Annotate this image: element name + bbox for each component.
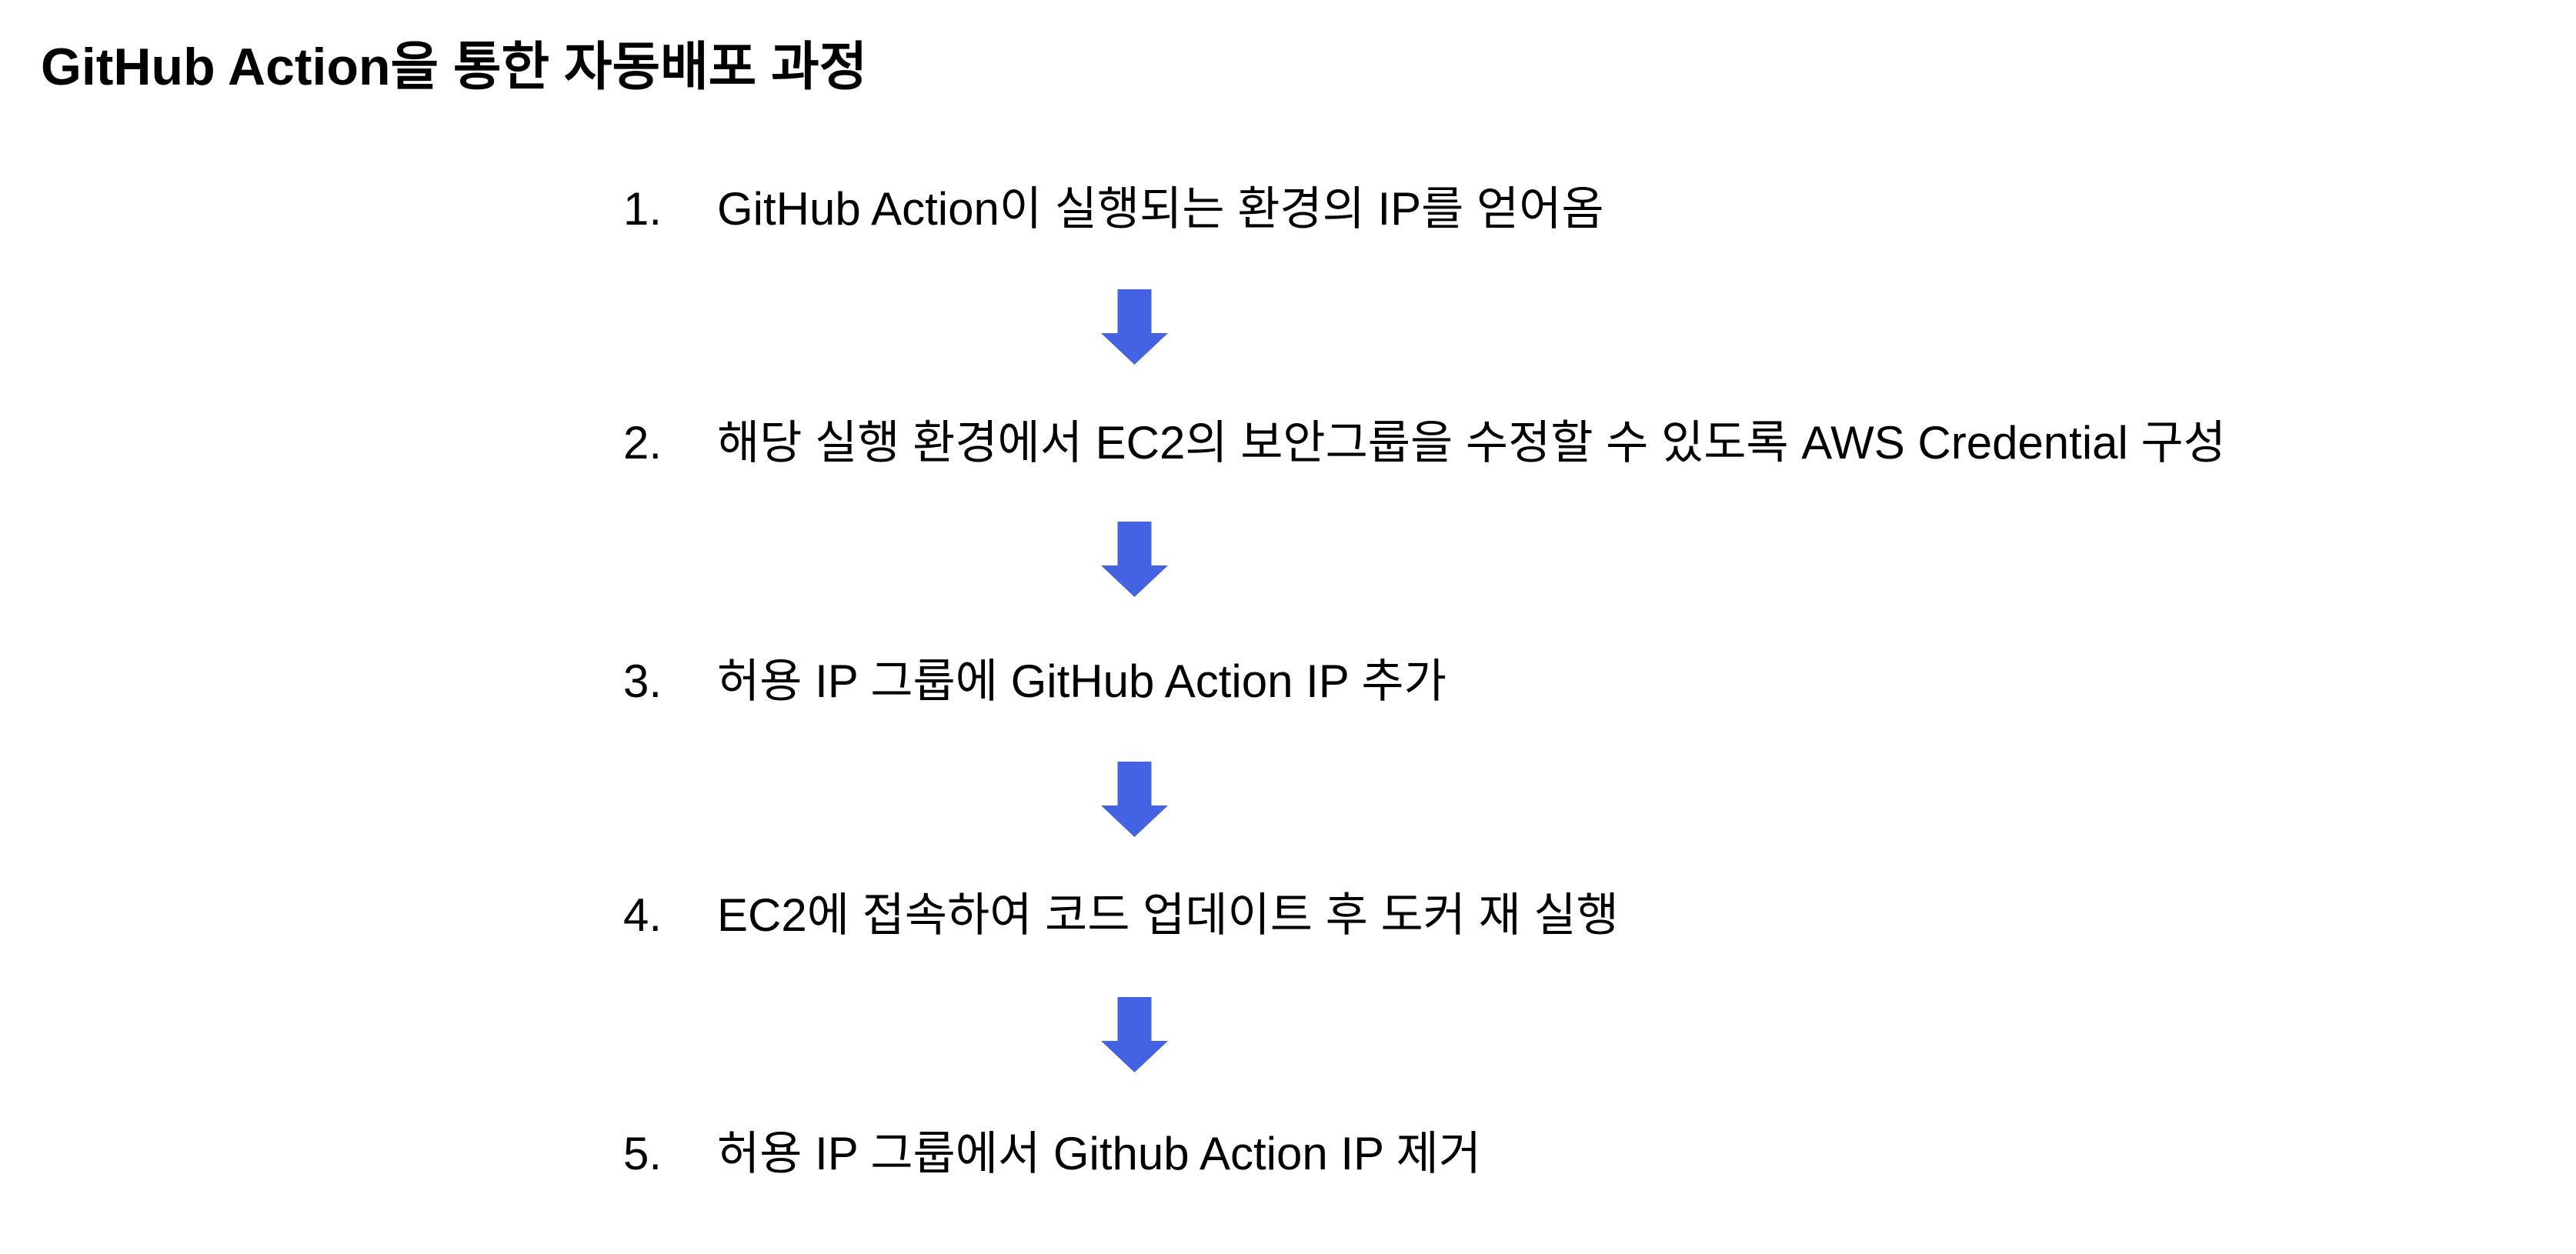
down-arrow-shape — [1101, 997, 1168, 1072]
page-title: GitHub Action을 통한 자동배포 과정 — [41, 38, 868, 96]
step-number: 2. — [623, 417, 662, 469]
step-number: 4. — [623, 889, 662, 941]
down-arrow-shape — [1101, 289, 1168, 365]
step-number: 1. — [623, 183, 662, 235]
down-arrow-shape — [1101, 762, 1168, 837]
step-text: 허용 IP 그룹에 GitHub Action IP 추가 — [717, 655, 1446, 707]
step-text: 허용 IP 그룹에서 Github Action IP 제거 — [717, 1128, 1482, 1179]
step-text: GitHub Action이 실행되는 환경의 IP를 얻어옴 — [717, 183, 1604, 235]
step-text: EC2에 접속하여 코드 업데이트 후 도커 재 실행 — [717, 889, 1619, 941]
flow-step-3: 3. 허용 IP 그룹에 GitHub Action IP 추가 — [623, 652, 1446, 711]
flow-step-4: 4. EC2에 접속하여 코드 업데이트 후 도커 재 실행 — [623, 886, 1619, 945]
step-number: 3. — [623, 655, 662, 707]
down-arrow-icon — [1101, 997, 1168, 1072]
step-text: 해당 실행 환경에서 EC2의 보안그룹을 수정할 수 있도록 AWS Cred… — [717, 417, 2226, 469]
down-arrow-icon — [1101, 522, 1168, 597]
flow-step-5: 5. 허용 IP 그룹에서 Github Action IP 제거 — [623, 1125, 1481, 1183]
flow-step-2: 2. 해당 실행 환경에서 EC2의 보안그룹을 수정할 수 있도록 AWS C… — [623, 414, 2226, 472]
down-arrow-shape — [1101, 522, 1168, 597]
down-arrow-icon — [1101, 289, 1168, 365]
step-number: 5. — [623, 1128, 662, 1179]
down-arrow-icon — [1101, 762, 1168, 837]
flow-step-1: 1. GitHub Action이 실행되는 환경의 IP를 얻어옴 — [623, 180, 1604, 238]
